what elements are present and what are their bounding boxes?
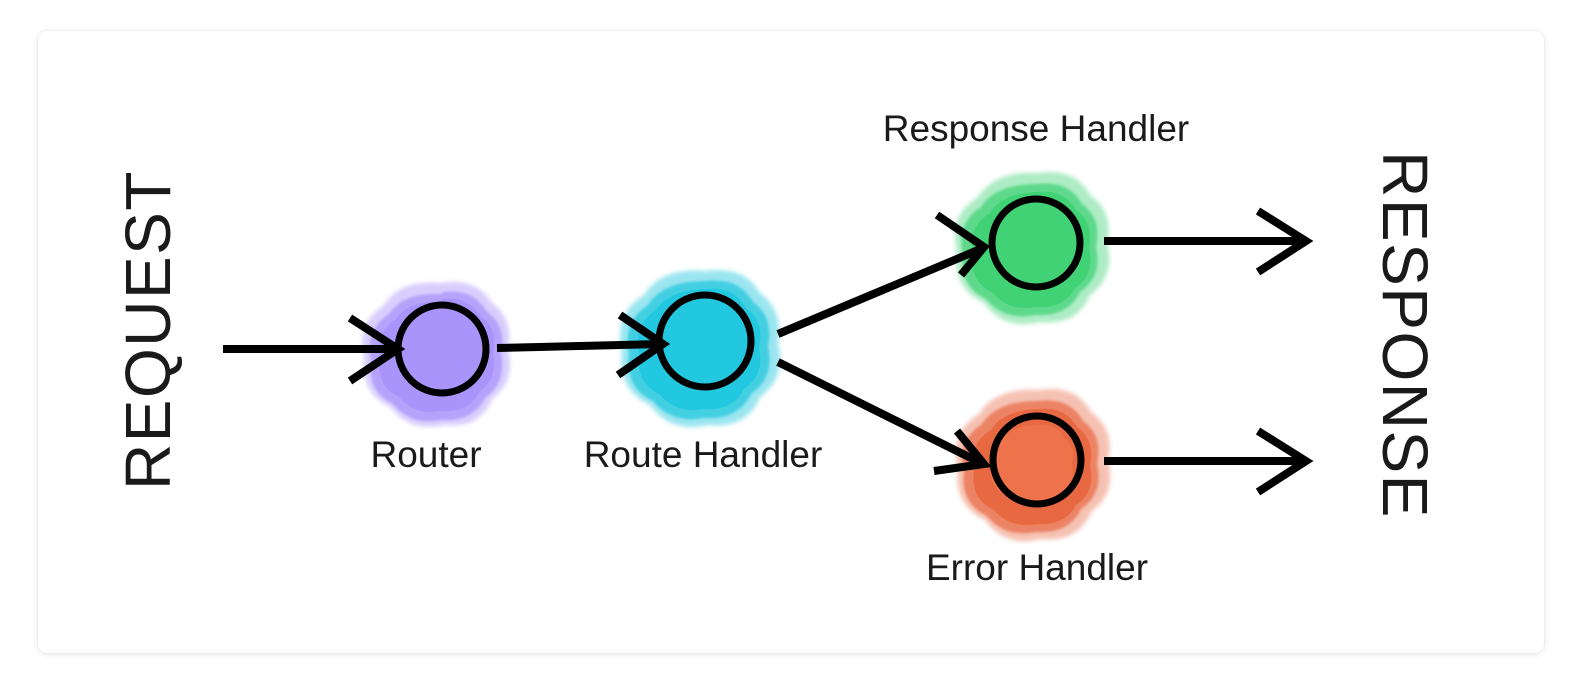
node-label-route-handler: Route Handler [583, 434, 823, 475]
node-label-error-handler: Error Handler [925, 547, 1149, 588]
arrow-router-to-route-handler [496, 311, 671, 379]
arrow-route-handler-to-error-handler [776, 358, 992, 475]
node-response-handler[interactable] [954, 171, 1110, 325]
arrow-request-to-router [223, 314, 406, 385]
response-label: RESPONSE [1369, 151, 1441, 519]
error-handler-ring [989, 412, 1085, 508]
arrow-response-handler-to-response [1104, 207, 1314, 276]
response-handler-ring [988, 195, 1084, 291]
node-label-router: Router [370, 434, 482, 475]
arrow-route-handler-to-response-handler [776, 211, 990, 338]
node-router[interactable] [362, 281, 510, 427]
node-error-handler[interactable] [955, 388, 1111, 542]
node-label-response-handler: Response Handler [882, 108, 1190, 149]
node-route-handler[interactable] [619, 269, 781, 428]
diagram-card [38, 31, 1544, 653]
request-label: REQUEST [112, 170, 184, 490]
error-handler-blob-highlight [990, 424, 1074, 506]
arrow-error-handler-to-response [1104, 427, 1314, 496]
